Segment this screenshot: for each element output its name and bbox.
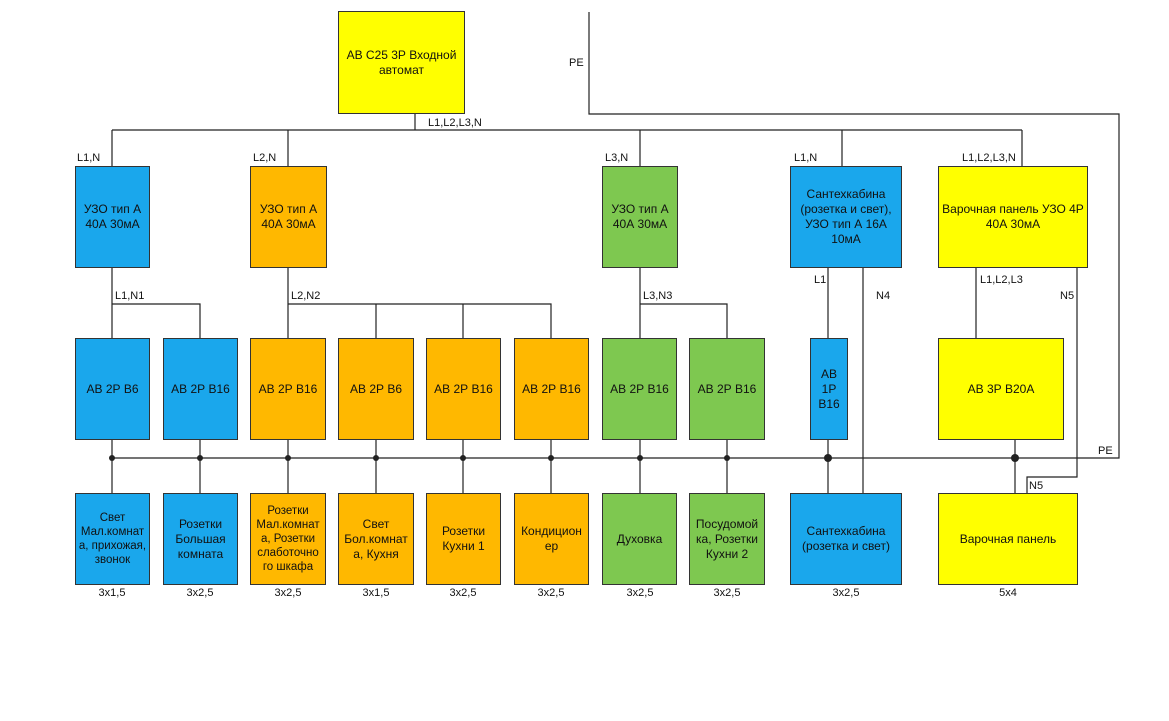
rcd5-output-l-label: L1,L2,L3 xyxy=(980,274,1023,286)
cable-size-7: 3х2,5 xyxy=(626,587,654,599)
load-4: Свет Бол.комнат а, Кухня xyxy=(338,493,414,585)
load-7: Духовка xyxy=(602,493,677,585)
load-3-label: Розетки Мал.комнат а, Розетки слаботочно… xyxy=(256,505,320,573)
rcd5-input-label: L1,L2,L3,N xyxy=(962,152,1016,164)
rcd2: УЗО тип А 40А 30мА xyxy=(250,166,327,268)
breaker-3: АВ 2Р В16 xyxy=(250,338,326,440)
breaker-4-label: АВ 2Р В6 xyxy=(349,381,403,396)
rcd4-input-label: L1,N xyxy=(794,152,818,164)
feed-label: L1,L2,L3,N xyxy=(428,117,482,129)
breaker-1-label: АВ 2Р В6 xyxy=(86,381,139,396)
rcd5-label: Варочная панель УЗО 4Р 40А 30мА xyxy=(942,202,1084,231)
rcd1-output-label: L1,N1 xyxy=(115,290,145,302)
load-1: Свет Мал.комнат а, прихожая, звонок xyxy=(75,493,150,585)
load-5-label: Розетки Кухни 1 xyxy=(441,524,486,553)
rcd2-output-label: L2,N2 xyxy=(291,290,321,302)
cable-size-2: 3х2,5 xyxy=(186,587,214,599)
rcd4-output-n-label: N4 xyxy=(876,290,891,302)
breaker-7: АВ 2Р В16 xyxy=(602,338,677,440)
breaker-1: АВ 2Р В6 xyxy=(75,338,150,440)
breaker-5-label: АВ 2Р В16 xyxy=(434,381,493,396)
rcd2-input-label: L2,N xyxy=(253,152,277,164)
breaker-6: АВ 2Р В16 xyxy=(514,338,589,440)
load-9-label: Сантехкабина (розетка и свет) xyxy=(802,524,890,553)
rcd4: Сантехкабина (розетка и свет), УЗО тип А… xyxy=(790,166,902,268)
rcd3-output-label: L3,N3 xyxy=(643,290,673,302)
breaker-5: АВ 2Р В16 xyxy=(426,338,501,440)
rcd3-label: УЗО тип А 40А 30мА xyxy=(611,202,669,231)
cable-size-10: 5х4 xyxy=(999,587,1017,599)
load-10: Варочная панель xyxy=(938,493,1078,585)
cable-size-6: 3х2,5 xyxy=(537,587,565,599)
breaker-10-label: АВ 3Р В20А xyxy=(967,381,1035,396)
breaker-4: АВ 2Р В6 xyxy=(338,338,414,440)
load-1-label: Свет Мал.комнат а, прихожая, звонок xyxy=(78,512,147,566)
load-6-label: Кондицион ер xyxy=(521,524,582,553)
rcd1-label: УЗО тип А 40А 30мА xyxy=(83,202,142,231)
cable-size-4: 3х1,5 xyxy=(362,587,390,599)
load-2-label: Розетки Большая комната xyxy=(175,516,226,561)
breaker-8-label: АВ 2Р В16 xyxy=(697,381,757,396)
rcd1: УЗО тип А 40А 30мА xyxy=(75,166,150,268)
breaker-10: АВ 3Р В20А xyxy=(938,338,1064,440)
pe-label-top: PE xyxy=(569,57,584,69)
cable-size-9: 3х2,5 xyxy=(832,587,860,599)
load-2: Розетки Большая комната xyxy=(163,493,238,585)
breaker-9-label: АВ 1Р В16 xyxy=(818,366,840,411)
n5-bottom-label: N5 xyxy=(1029,480,1044,492)
load-4-label: Свет Бол.комнат а, Кухня xyxy=(344,516,408,561)
rcd3-input-label: L3,N xyxy=(605,152,629,164)
load-10-label: Варочная панель xyxy=(959,531,1057,546)
load-3: Розетки Мал.комнат а, Розетки слаботочно… xyxy=(250,493,326,585)
breaker-6-label: АВ 2Р В16 xyxy=(522,381,581,396)
rcd4-label: Сантехкабина (розетка и свет), УЗО тип А… xyxy=(800,187,892,246)
rcd1-input-label: L1,N xyxy=(77,152,101,164)
cable-size-5: 3х2,5 xyxy=(449,587,477,599)
breaker-3-label: АВ 2Р В16 xyxy=(258,381,318,396)
cable-size-1: 3х1,5 xyxy=(98,587,126,599)
load-8: Посудомой ка, Розетки Кухни 2 xyxy=(689,493,765,585)
pe-label-right: PE xyxy=(1098,445,1113,457)
load-8-label: Посудомой ка, Розетки Кухни 2 xyxy=(695,516,759,561)
rcd2-label: УЗО тип А 40А 30мА xyxy=(259,202,318,231)
rcd5-output-n-label: N5 xyxy=(1060,290,1075,302)
breaker-2: АВ 2Р В16 xyxy=(163,338,238,440)
load-6: Кондицион ер xyxy=(514,493,589,585)
rcd5: Варочная панель УЗО 4Р 40А 30мА xyxy=(938,166,1088,268)
load-9: Сантехкабина (розетка и свет) xyxy=(790,493,902,585)
rcd3: УЗО тип А 40А 30мА xyxy=(602,166,678,268)
breaker-9: АВ 1Р В16 xyxy=(810,338,848,440)
breaker-7-label: АВ 2Р В16 xyxy=(610,381,669,396)
breaker-8: АВ 2Р В16 xyxy=(689,338,765,440)
breaker-2-label: АВ 2Р В16 xyxy=(171,381,230,396)
load-5: Розетки Кухни 1 xyxy=(426,493,501,585)
cable-size-3: 3х2,5 xyxy=(274,587,302,599)
main-breaker: АВ С25 3Р Входной автомат xyxy=(338,11,465,114)
rcd4-output-l-label: L1 xyxy=(814,274,827,286)
main-breaker-label: АВ С25 3Р Входной автомат xyxy=(346,47,457,77)
cable-size-8: 3х2,5 xyxy=(713,587,741,599)
load-7-label: Духовка xyxy=(616,531,663,546)
